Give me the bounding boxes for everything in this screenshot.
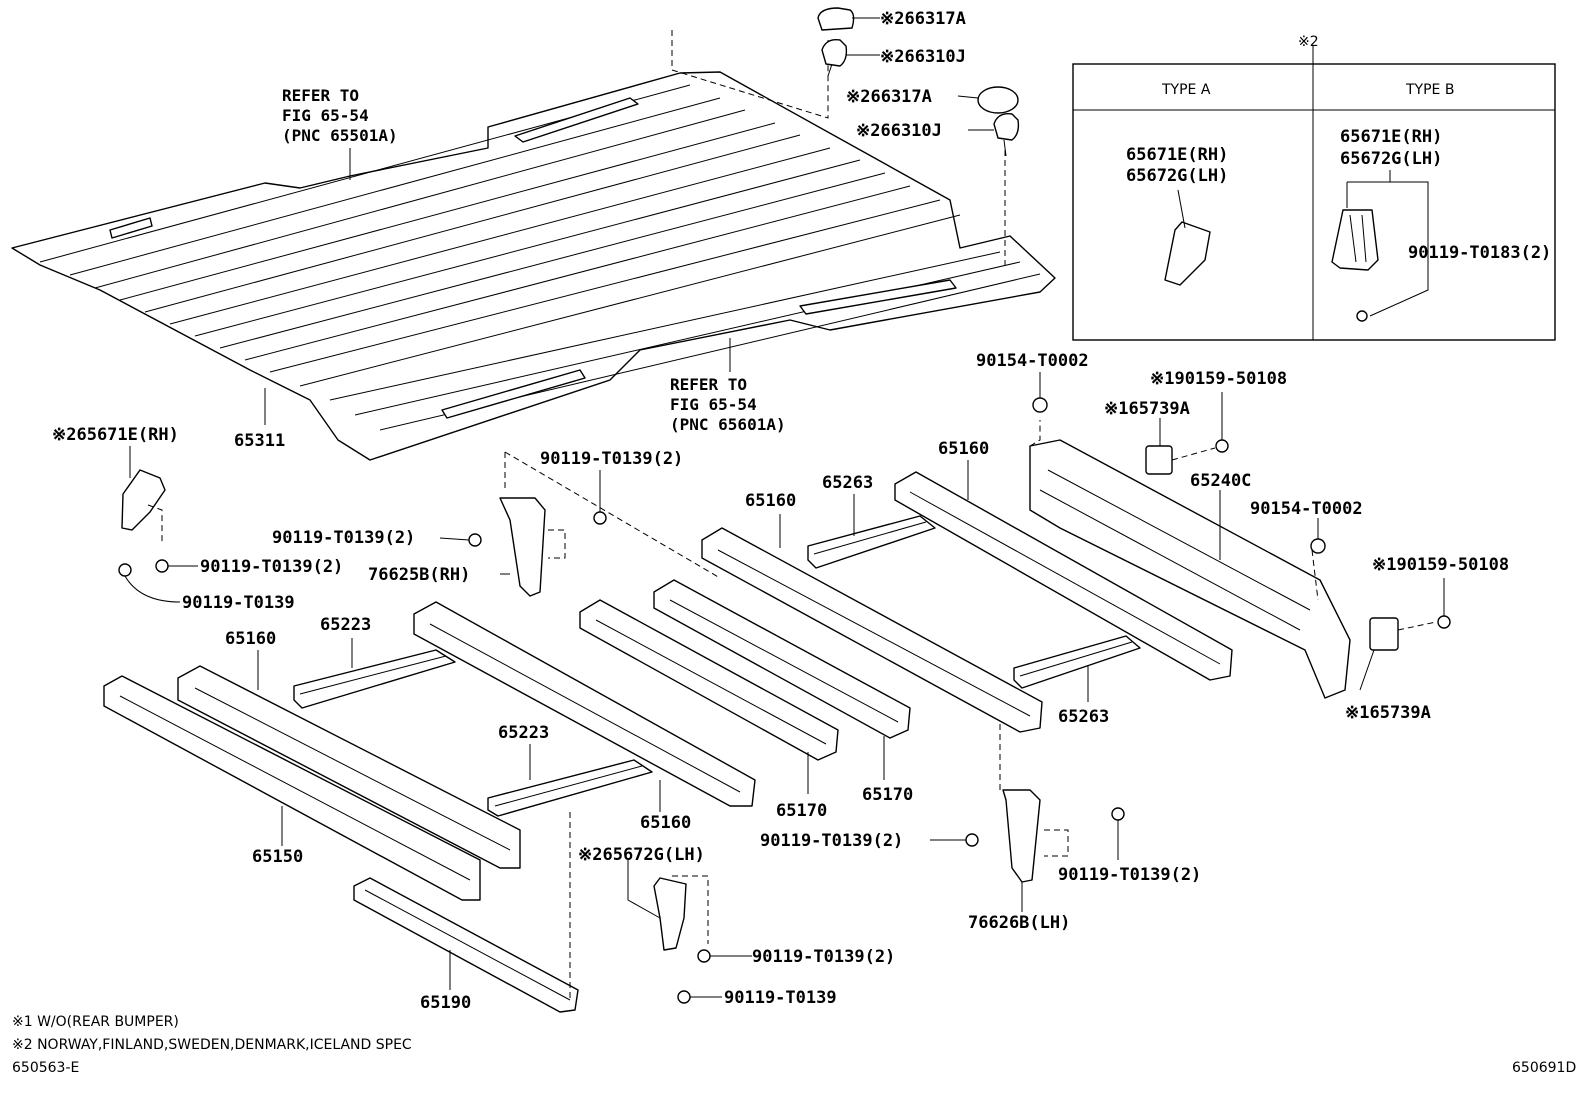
member-65160-c-icon: [701, 527, 1043, 733]
label-90159-b: ※190159-50108: [1372, 555, 1509, 575]
refer-rear-line1: REFER TO: [282, 86, 359, 105]
footnote-1: ※1 W/O(REAR BUMPER): [12, 1014, 179, 1030]
label-bolt-t0139-2-c: 90119-T0139(2): [200, 557, 343, 577]
stopper-65739a-b-icon: [1369, 617, 1399, 651]
label-65190: 65190: [420, 993, 471, 1013]
refer-front: REFER TO FIG 65-54 (PNC 65601A): [670, 375, 786, 434]
label-bolt-t0139-a: 90119-T0139: [182, 593, 295, 613]
inset-b-lh: 65672G(LH): [1340, 149, 1442, 169]
label-65160-a: 65160: [225, 629, 276, 649]
member-65170-a-icon: [579, 599, 839, 761]
label-66317a-top: ※266317A: [880, 9, 966, 29]
bolt-90159-b-icon: [1437, 615, 1451, 629]
nut-90154-b-icon: [1310, 538, 1326, 554]
refer-front-line2: FIG 65-54: [670, 395, 757, 414]
member-65160-a-icon: [177, 665, 521, 869]
inset-a-lh: 65672G(LH): [1126, 166, 1228, 186]
code-right: 650691D: [1512, 1060, 1576, 1076]
refer-rear-line2: FIG 65-54: [282, 106, 369, 125]
inset-type-b: TYPE B: [1405, 82, 1454, 98]
label-65160-b: 65160: [640, 813, 691, 833]
inset-a-rh: 65671E(RH): [1126, 145, 1228, 165]
bracket-65671e-icon: [118, 469, 169, 577]
inset-b-bolt: 90119-T0183(2): [1408, 243, 1551, 263]
label-76625b: 76625B(RH): [368, 565, 470, 585]
label-65263-b: 65263: [1058, 707, 1109, 727]
nut-90154-a-icon: [1032, 397, 1048, 413]
label-90154-a: 90154-T0002: [976, 351, 1089, 371]
member-65150-icon: [103, 675, 481, 901]
refer-front-line3: (PNC 65601A): [670, 415, 786, 434]
member-65223-b-icon: [487, 759, 653, 817]
label-65739a-b: ※165739A: [1345, 703, 1431, 723]
label-bolt-t0139-2-e: 90119-T0139(2): [752, 947, 895, 967]
label-65223-b: 65223: [498, 723, 549, 743]
label-66310j-top: ※266310J: [880, 47, 966, 67]
label-65160-c: 65160: [745, 491, 796, 511]
code-left: 650563-E: [12, 1060, 79, 1076]
inset-type-a: TYPE A: [1161, 82, 1211, 98]
inset-note: ※2: [1298, 34, 1319, 50]
label-65150: 65150: [252, 847, 303, 867]
label-65223-a: 65223: [320, 615, 371, 635]
label-65263-a: 65263: [822, 473, 873, 493]
refer-rear: REFER TO FIG 65-54 (PNC 65501A): [282, 86, 398, 145]
hook-cap-top-icon: [817, 7, 855, 31]
hook-ring-mid-icon: [993, 113, 1020, 157]
stopper-65739a-a-icon: [1145, 445, 1173, 475]
label-66317a-mid: ※266317A: [846, 87, 932, 107]
member-65263-b-icon: [1013, 635, 1141, 689]
label-76626b: 76626B(LH): [968, 913, 1070, 933]
bracket-76625b-icon: [468, 497, 607, 597]
label-bolt-t0139-b: 90119-T0139: [724, 988, 837, 1008]
member-65170-b-icon: [653, 579, 911, 739]
footnote-2: ※2 NORWAY,FINLAND,SWEDEN,DENMARK,ICELAND…: [12, 1037, 412, 1053]
floor-panel: [11, 71, 1056, 461]
label-bolt-t0139-2-d: 90119-T0139(2): [760, 831, 903, 851]
label-65311: 65311: [234, 431, 285, 451]
member-65190-icon: [353, 877, 579, 1013]
label-90154-b: 90154-T0002: [1250, 499, 1363, 519]
member-65160-d-icon: [894, 471, 1233, 681]
label-65671e-left: ※265671E(RH): [52, 425, 179, 445]
member-65160-b-icon: [413, 601, 756, 807]
label-65160-d: 65160: [938, 439, 989, 459]
bolt-90159-a-icon: [1215, 439, 1229, 453]
label-65739a-a: ※165739A: [1104, 399, 1190, 419]
inset-b-rh: 65671E(RH): [1340, 127, 1442, 147]
hook-ring-top-icon: [821, 39, 848, 77]
label-90159-a: ※190159-50108: [1150, 369, 1287, 389]
label-bolt-t0139-2-b: 90119-T0139(2): [272, 528, 415, 548]
label-66310j-mid: ※266310J: [856, 121, 942, 141]
hook-cap-mid-icon: [977, 86, 1019, 114]
label-65170-a: 65170: [776, 801, 827, 821]
label-65240c: 65240C: [1190, 471, 1251, 491]
member-65240c-icon: [1029, 439, 1351, 699]
type-inset: [1072, 46, 1556, 341]
member-65223-a-icon: [293, 649, 456, 709]
label-65672g-left: ※265672G(LH): [578, 845, 705, 865]
label-bolt-t0139-2-f: 90119-T0139(2): [1058, 865, 1201, 885]
member-65263-a-icon: [807, 515, 936, 569]
label-bolt-t0139-2-a: 90119-T0139(2): [540, 449, 683, 469]
bracket-65672g-icon: [653, 875, 711, 1004]
label-65170-b: 65170: [862, 785, 913, 805]
refer-front-line1: REFER TO: [670, 375, 747, 394]
refer-rear-line3: (PNC 65501A): [282, 126, 398, 145]
